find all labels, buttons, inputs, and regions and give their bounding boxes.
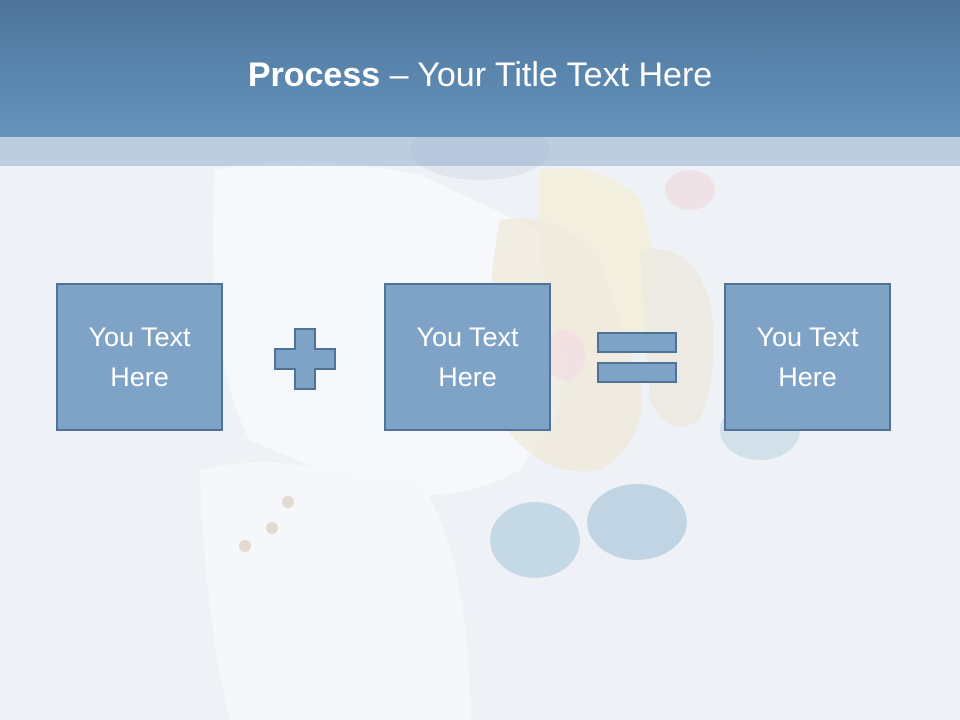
equals-icon — [597, 332, 677, 383]
text-box-2-label: You Text Here — [416, 322, 519, 392]
title-band — [0, 137, 960, 166]
slide-title[interactable]: Process – Your Title Text Here — [0, 52, 960, 98]
title-bold-part: Process — [247, 56, 381, 94]
text-box-3[interactable]: You Text Here — [724, 283, 891, 431]
text-box-1-label: You Text Here — [88, 322, 191, 392]
title-rest-part: – Your Title Text Here — [380, 56, 713, 94]
title-bar — [0, 0, 960, 137]
text-box-3-label: You Text Here — [756, 322, 859, 392]
text-box-2[interactable]: You Text Here — [384, 283, 551, 431]
text-box-1[interactable]: You Text Here — [56, 283, 223, 431]
plus-icon — [274, 328, 336, 390]
